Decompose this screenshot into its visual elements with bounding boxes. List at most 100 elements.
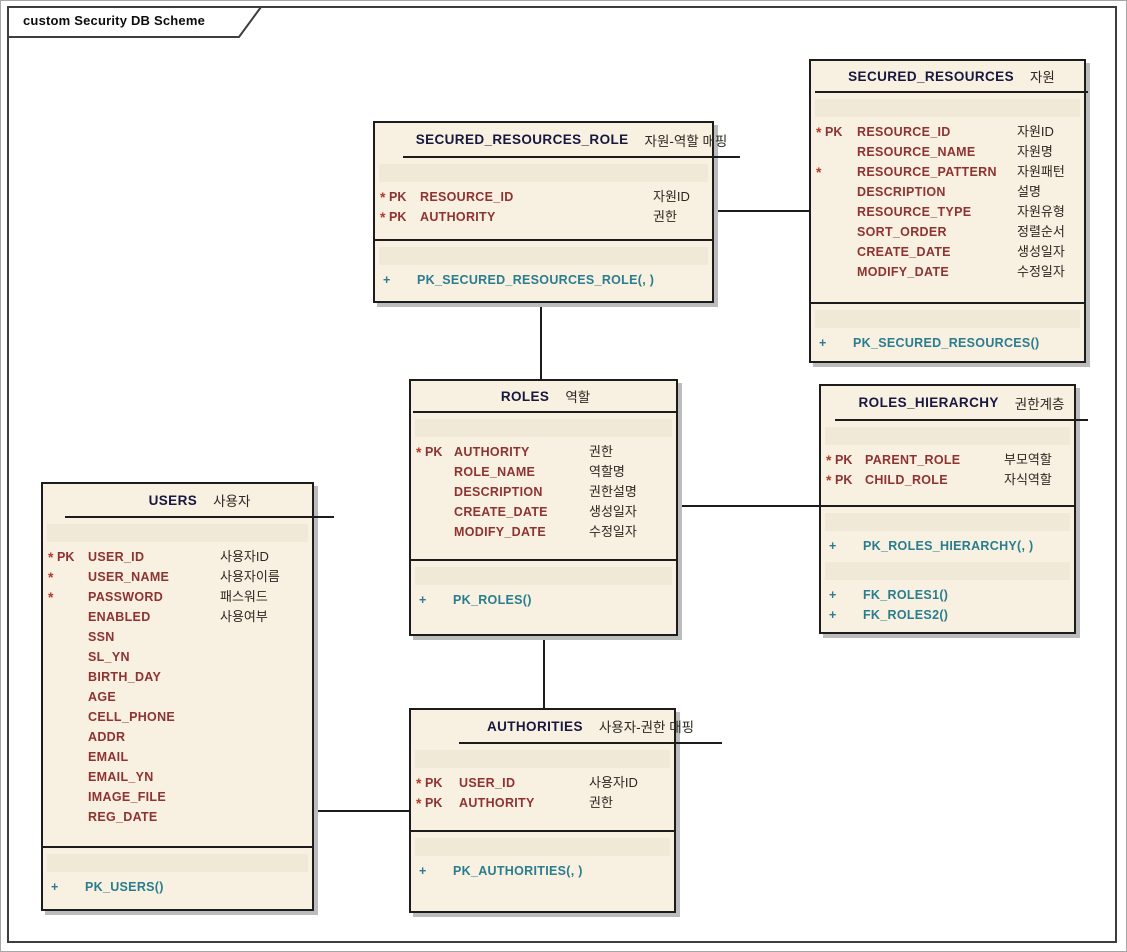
attribute-row[interactable]: EMAIL bbox=[43, 747, 312, 767]
attribute-row[interactable]: RESOURCE_TYPE 자원유형 bbox=[811, 202, 1084, 222]
attribute-name: CREATE_DATE bbox=[454, 505, 548, 519]
attribute-name: MODIFY_DATE bbox=[857, 265, 949, 279]
attribute-name: AUTHORITY bbox=[454, 445, 530, 459]
attribute-name: ADDR bbox=[88, 730, 126, 744]
pk-label: PK bbox=[425, 445, 443, 459]
pk-label: PK bbox=[425, 796, 443, 810]
plus-visibility-icon: + bbox=[819, 336, 827, 350]
attribute-korean-label: 정렬순서 bbox=[1017, 224, 1065, 239]
entity-name: ROLES bbox=[500, 388, 550, 404]
operation-row[interactable]: +PK_USERS() bbox=[43, 877, 312, 897]
pk-star-marker: * bbox=[380, 209, 386, 225]
connector-secured-resources-role-roles[interactable] bbox=[540, 301, 542, 381]
pk-star-marker: * bbox=[816, 124, 822, 140]
entity-name: USERS bbox=[148, 492, 198, 508]
attribute-row[interactable]: IMAGE_FILE bbox=[43, 787, 312, 807]
operation-row[interactable]: +FK_ROLES2() bbox=[821, 605, 1074, 625]
connector-secured-resources-role-secured-resources[interactable] bbox=[712, 210, 811, 212]
entity-korean-label: 자원 bbox=[1030, 70, 1055, 85]
stereotype-strip bbox=[415, 419, 672, 437]
attribute-row[interactable]: REG_DATE bbox=[43, 807, 312, 827]
attribute-korean-label: 사용자ID bbox=[589, 775, 638, 790]
attribute-row[interactable]: CELL_PHONE bbox=[43, 707, 312, 727]
connector-roles-authorities[interactable] bbox=[543, 634, 545, 710]
attribute-name: RESOURCE_NAME bbox=[857, 145, 976, 159]
plus-visibility-icon: + bbox=[829, 588, 837, 602]
attribute-korean-label: 수정일자 bbox=[589, 524, 637, 539]
attribute-korean-label: 자원유형 bbox=[1017, 204, 1065, 219]
plus-visibility-icon: + bbox=[419, 864, 427, 878]
attribute-name: USER_ID bbox=[88, 550, 145, 564]
attribute-row[interactable]: BIRTH_DAY bbox=[43, 667, 312, 687]
attribute-row[interactable]: AGE bbox=[43, 687, 312, 707]
connector-roles-roles-hierarchy[interactable] bbox=[676, 505, 821, 507]
frame-title-tab[interactable] bbox=[7, 6, 269, 40]
pk-label: PK bbox=[835, 473, 853, 487]
attribute-name: DESCRIPTION bbox=[454, 485, 543, 499]
attribute-name: PARENT_ROLE bbox=[865, 453, 961, 467]
operation-row[interactable]: +PK_ROLES_HIERARCHY(, ) bbox=[821, 536, 1074, 556]
operation-row[interactable]: +PK_AUTHORITIES(, ) bbox=[411, 861, 674, 881]
attribute-row[interactable]: SL_YN bbox=[43, 647, 312, 667]
pk-star-marker: * bbox=[48, 549, 54, 565]
operations-compartment: +PK_SECURED_RESOURCES_ROLE(, ) bbox=[375, 241, 712, 301]
entity-name: AUTHORITIES bbox=[486, 718, 583, 734]
operation-row[interactable]: + FK_ROLES1() bbox=[821, 585, 1074, 605]
attribute-row[interactable]: ADDR bbox=[43, 727, 312, 747]
stereotype-strip bbox=[825, 427, 1070, 445]
operation-row[interactable]: +PK_SECURED_RESOURCES_ROLE(, ) bbox=[375, 270, 712, 290]
frame-title: custom Security DB Scheme bbox=[23, 13, 206, 28]
attribute-row[interactable]: SSN bbox=[43, 627, 312, 647]
stereotype-strip bbox=[815, 310, 1080, 328]
operation-name: PK_SECURED_RESOURCES() bbox=[853, 336, 1040, 350]
attribute-name: SL_YN bbox=[88, 650, 130, 664]
connector-users-authorities[interactable] bbox=[312, 810, 411, 812]
attribute-row[interactable]: EMAIL_YN bbox=[43, 767, 312, 787]
plus-visibility-icon: + bbox=[419, 593, 427, 607]
attribute-name: RESOURCE_TYPE bbox=[857, 205, 972, 219]
attribute-name: SSN bbox=[88, 630, 115, 644]
pk-star-marker: * bbox=[380, 189, 386, 205]
operation-name: FK_ROLES1() bbox=[863, 588, 949, 602]
operation-row[interactable]: +PK_ROLES() bbox=[411, 590, 676, 610]
attribute-name: EMAIL bbox=[88, 750, 129, 764]
attribute-name: AUTHORITY bbox=[459, 796, 535, 810]
pk-star-marker: * bbox=[416, 795, 422, 811]
stereotype-strip bbox=[379, 164, 708, 182]
operation-row[interactable]: + PK_SECURED_RESOURCES() bbox=[811, 333, 1084, 353]
